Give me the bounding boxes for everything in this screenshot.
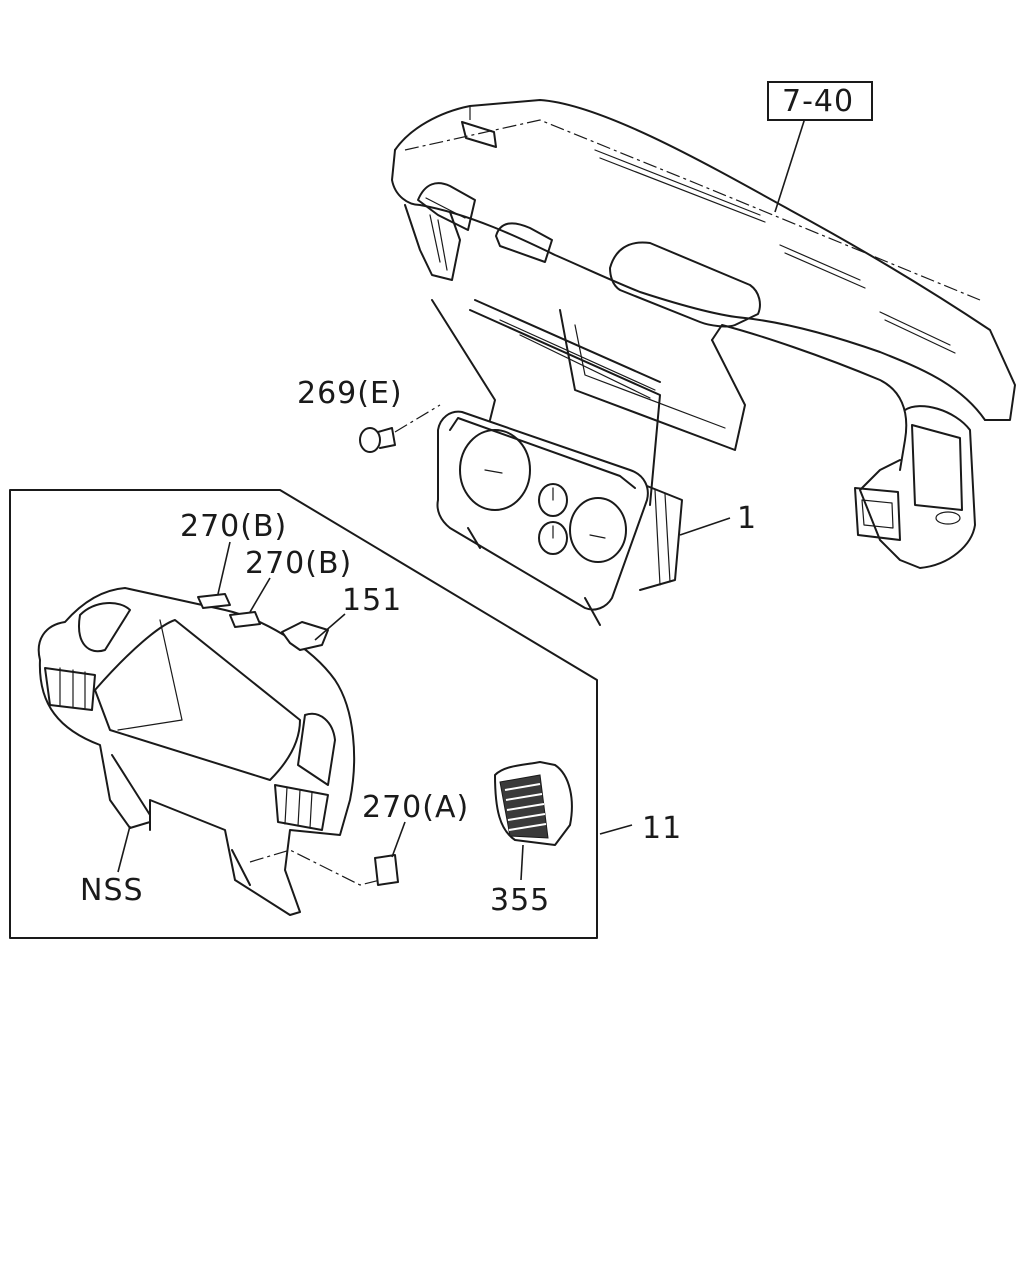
label-11[interactable]: 11 — [642, 811, 682, 846]
clip-151-drawing — [281, 621, 329, 651]
instrument-panel-drawing — [391, 99, 1016, 569]
pad-270b-drawings — [197, 593, 261, 628]
cluster-bezel-drawing — [37, 587, 381, 916]
label-355[interactable]: 355 — [490, 883, 550, 918]
label-270a[interactable]: 270(A) — [362, 790, 469, 825]
part-11-group-box — [9, 489, 598, 939]
defroster-slots — [594, 149, 956, 354]
leader-lines — [117, 117, 806, 881]
meter-assembly-drawing — [431, 299, 683, 626]
label-270b-lower[interactable]: 270(B) — [245, 546, 352, 581]
reference-box-7-40 — [767, 81, 873, 121]
label-part-1[interactable]: 1 — [737, 501, 757, 536]
label-270b-upper[interactable]: 270(B) — [180, 509, 287, 544]
vent-355-drawing — [494, 761, 573, 846]
label-7-40[interactable]: 7-40 — [782, 84, 854, 119]
gauge-right — [569, 497, 627, 563]
pad-270a-drawing — [374, 854, 399, 886]
label-151[interactable]: 151 — [342, 583, 402, 618]
screw-269e-drawing — [359, 404, 441, 453]
gauge-left — [459, 429, 531, 511]
label-269e[interactable]: 269(E) — [297, 376, 403, 411]
label-nss[interactable]: NSS — [80, 873, 144, 908]
